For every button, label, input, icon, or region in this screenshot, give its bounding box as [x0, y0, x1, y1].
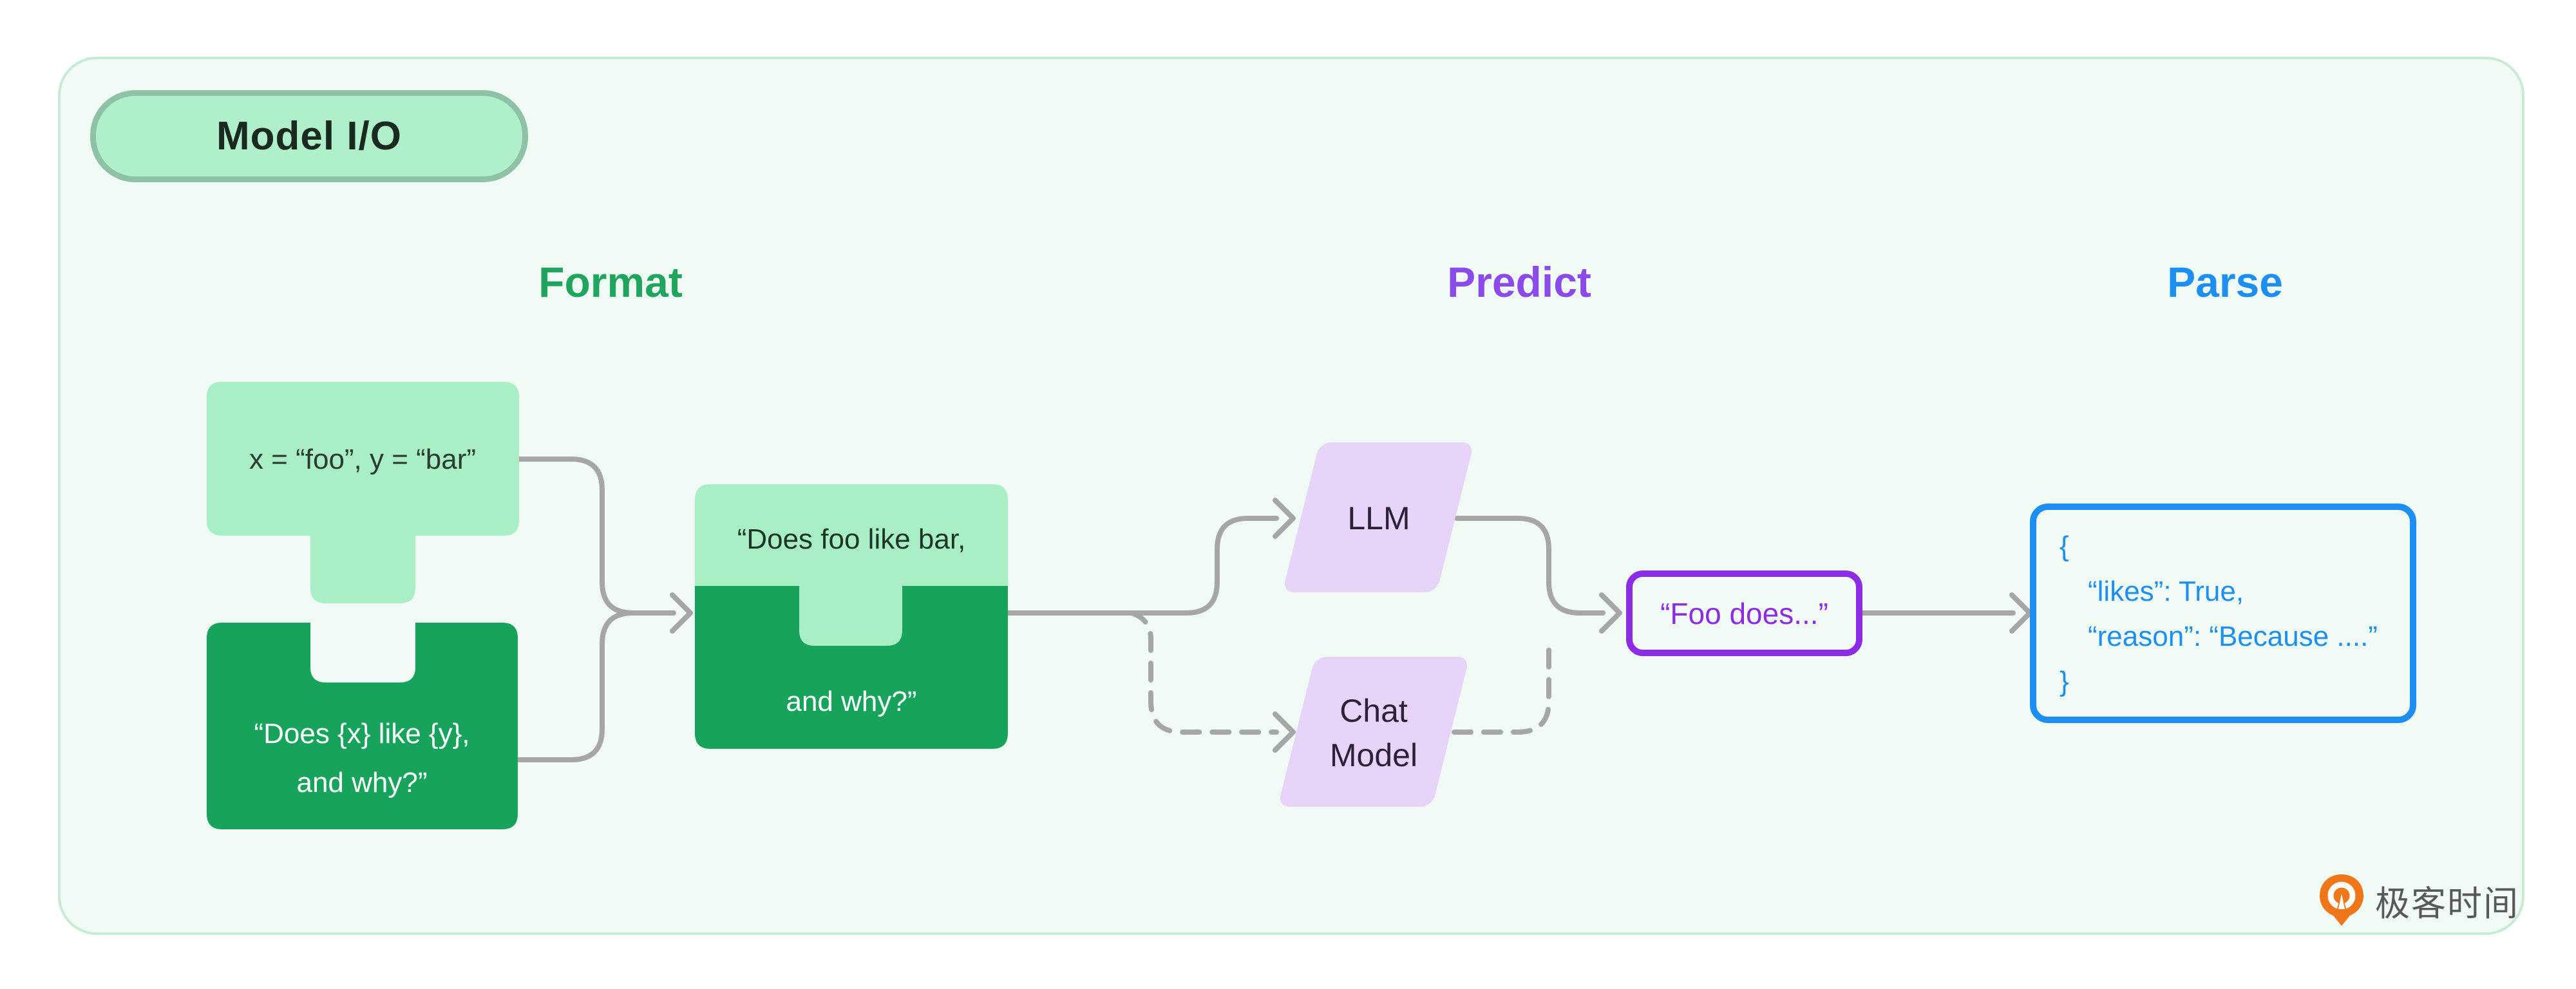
chat-model-label-line1: Chat: [1340, 693, 1408, 729]
arrowhead-into-output: [1599, 592, 1622, 634]
connector-input-vars-out: [516, 457, 676, 616]
formatted-prompt-line2-text: and why?”: [786, 686, 917, 717]
model-output-box: “Foo does...”: [1626, 570, 1862, 656]
model-output-text: “Foo does...”: [1660, 596, 1828, 630]
parsed-line-likes: “likes”: True,: [2088, 576, 2244, 607]
arrowhead-into-llm: [1273, 498, 1296, 539]
connector-template-out: [516, 610, 636, 762]
parsed-line-close-brace: }: [2060, 666, 2069, 697]
llm-node-label: LLM: [1347, 500, 1410, 536]
formatted-prompt-dark-shape: [695, 586, 1008, 749]
model-io-badge: Model I/O: [90, 90, 528, 182]
connector-formatted-to-llm: [1005, 516, 1279, 616]
section-heading-format: Format: [538, 258, 683, 306]
formatted-prompt-light-shape: [695, 484, 1008, 646]
brand-name-text: 极客时间: [2375, 884, 2519, 923]
brand-footer: 极客时间: [2317, 873, 2519, 927]
model-io-badge-label: Model I/O: [216, 114, 402, 158]
connector-chat-model-to-output-dashed: [1452, 645, 1551, 735]
input-variables-text: x = “foo”, y = “bar”: [249, 444, 477, 475]
chat-model-node-label: Chat Model: [1330, 689, 1417, 778]
section-heading-predict: Predict: [1447, 258, 1591, 306]
formatted-prompt-line1-text: “Does foo like bar,: [737, 523, 966, 555]
connector-formatted-to-chat-model-dashed: [1129, 610, 1279, 735]
parsed-result-box: { “likes”: True, “reason”: “Because ....…: [2030, 504, 2416, 723]
arrowhead-into-formatted-prompt: [670, 592, 693, 634]
prompt-template-line1: “Does {x} like {y},: [254, 718, 470, 749]
prompt-template-shape: [207, 623, 518, 829]
parsed-line-reason: “reason”: “Because ....”: [2088, 621, 2378, 652]
arrowhead-into-chat-model: [1273, 711, 1296, 753]
section-heading-parse: Parse: [2167, 258, 2283, 306]
chat-model-label-line2: Model: [1329, 737, 1418, 773]
prompt-template-text: “Does {x} like {y}, and why?”: [254, 710, 469, 807]
parsed-line-open-brace: {: [2060, 531, 2069, 562]
connector-llm-to-output: [1454, 516, 1605, 616]
geektime-pin-logo-icon: [2320, 874, 2363, 926]
input-variables-shape: [207, 382, 519, 603]
prompt-template-line2: and why?”: [296, 767, 428, 798]
